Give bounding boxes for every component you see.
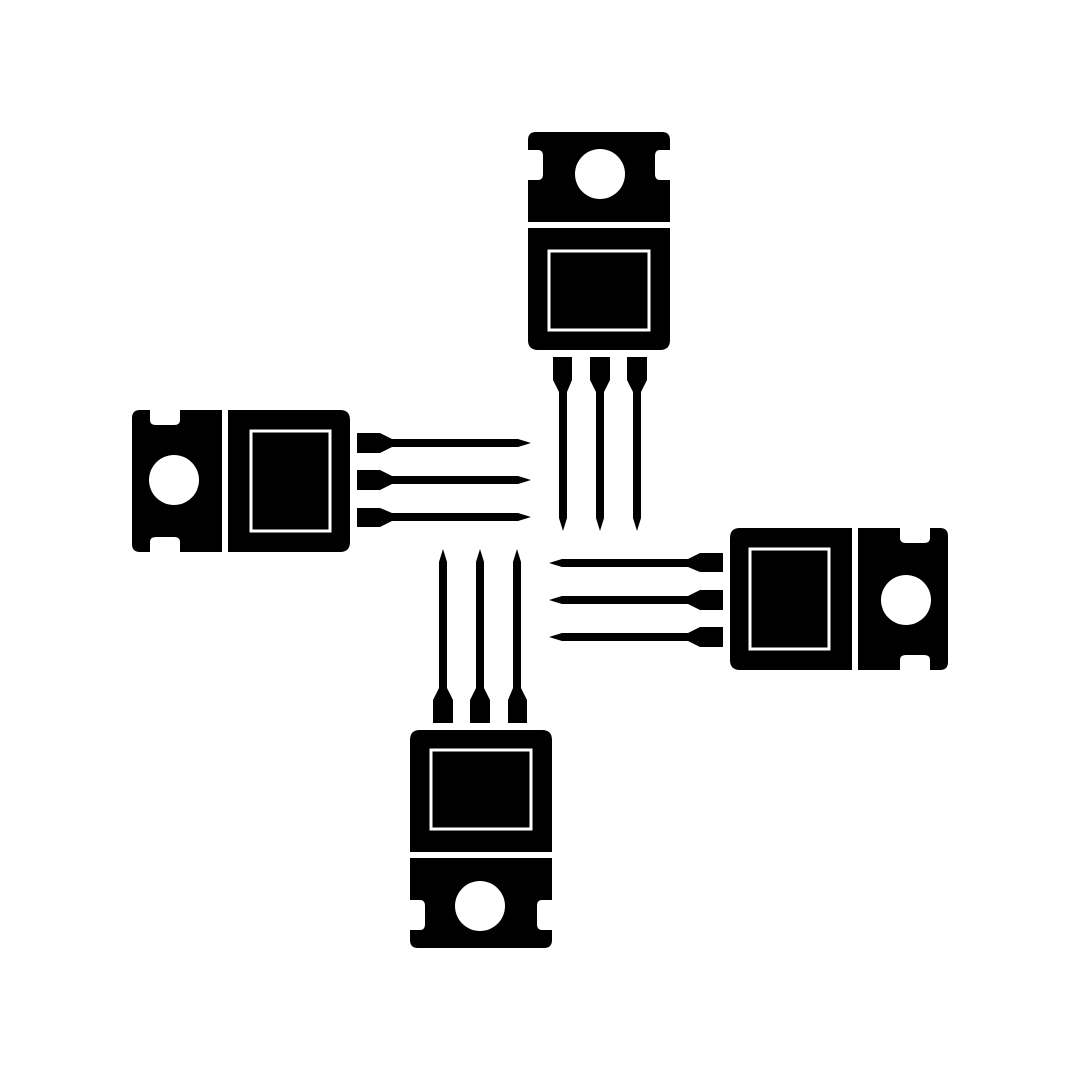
transistor-left — [130, 408, 533, 554]
transistor-top — [526, 130, 672, 533]
transistor-bottom — [408, 547, 554, 950]
transistor-right — [547, 526, 950, 672]
